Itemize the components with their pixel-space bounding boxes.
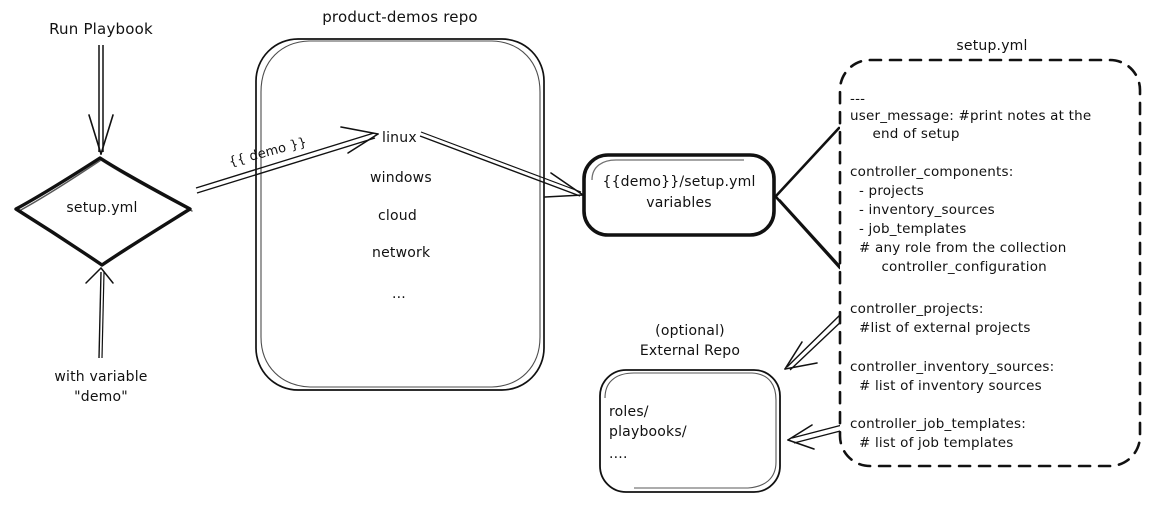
external-repo-item-roles[interactable]: roles/ [609, 404, 649, 420]
panel-block-controller-components-key: controller_components: [850, 164, 1014, 180]
external-repo-item-playbooks[interactable]: playbooks/ [609, 424, 687, 440]
panel-block-controller-components-projects: - projects [850, 183, 925, 199]
repo-item-cloud[interactable]: cloud [378, 208, 417, 224]
panel-block-controller-components-inventory-sources: - inventory_sources [850, 202, 995, 218]
panel-block-controller-job-templates-key: controller_job_templates: [850, 416, 1027, 432]
external-repo-title-line1: (optional) [655, 323, 725, 339]
edge-demo-label: {{ demo }} [227, 134, 309, 171]
panel-block-controller-projects-comment: #list of external projects [850, 320, 1031, 336]
vars-box-line1: {{demo}}/setup.yml [602, 174, 756, 190]
repo-item-ellipsis: ... [392, 286, 406, 302]
panel-block-controller-projects-key: controller_projects: [850, 301, 984, 317]
setup-yml-panel-title: setup.yml [956, 38, 1028, 54]
product-demos-repo-title: product-demos repo [322, 8, 478, 26]
arrow-with-variable [85, 267, 114, 359]
panel-block-user-message-line1: user_message: #print notes at the [850, 108, 1092, 124]
with-variable-label-line2: "demo" [74, 389, 128, 405]
panel-block-user-message-line2: end of setup [850, 126, 960, 142]
panel-block-controller-job-templates-comment: # list of job templates [850, 435, 1014, 451]
external-repo-title-line2: External Repo [639, 343, 741, 359]
setup-yml-node-label[interactable]: setup.yml [66, 200, 138, 216]
run-playbook-label: Run Playbook [49, 20, 153, 38]
repo-item-linux[interactable]: linux [382, 130, 417, 146]
vars-box-line2: variables [646, 195, 712, 211]
arrow-linux-to-vars [419, 131, 584, 198]
arrow-projects-to-external-repo [784, 312, 847, 371]
external-repo-item-ellipsis: .... [609, 446, 628, 462]
arrow-run-playbook [88, 45, 114, 155]
arrow-job-templates-to-external-repo [787, 423, 849, 450]
arrow-demo-to-linux [195, 126, 379, 194]
arrow-panel-to-vars [774, 126, 842, 270]
panel-block-controller-components-comment: # any role from the collection [850, 240, 1067, 256]
panel-block-controller-components-job-templates: - job_templates [850, 221, 967, 237]
panel-block-doc-start: --- [850, 91, 866, 107]
with-variable-label-line1: with variable [54, 369, 148, 385]
panel-block-controller-components-collection: controller_configuration [850, 259, 1047, 275]
repo-item-network[interactable]: network [372, 245, 431, 261]
panel-block-controller-inventory-sources-key: controller_inventory_sources: [850, 359, 1055, 375]
repo-item-windows[interactable]: windows [370, 170, 432, 186]
panel-block-controller-inventory-sources-comment: # list of inventory sources [850, 378, 1042, 394]
